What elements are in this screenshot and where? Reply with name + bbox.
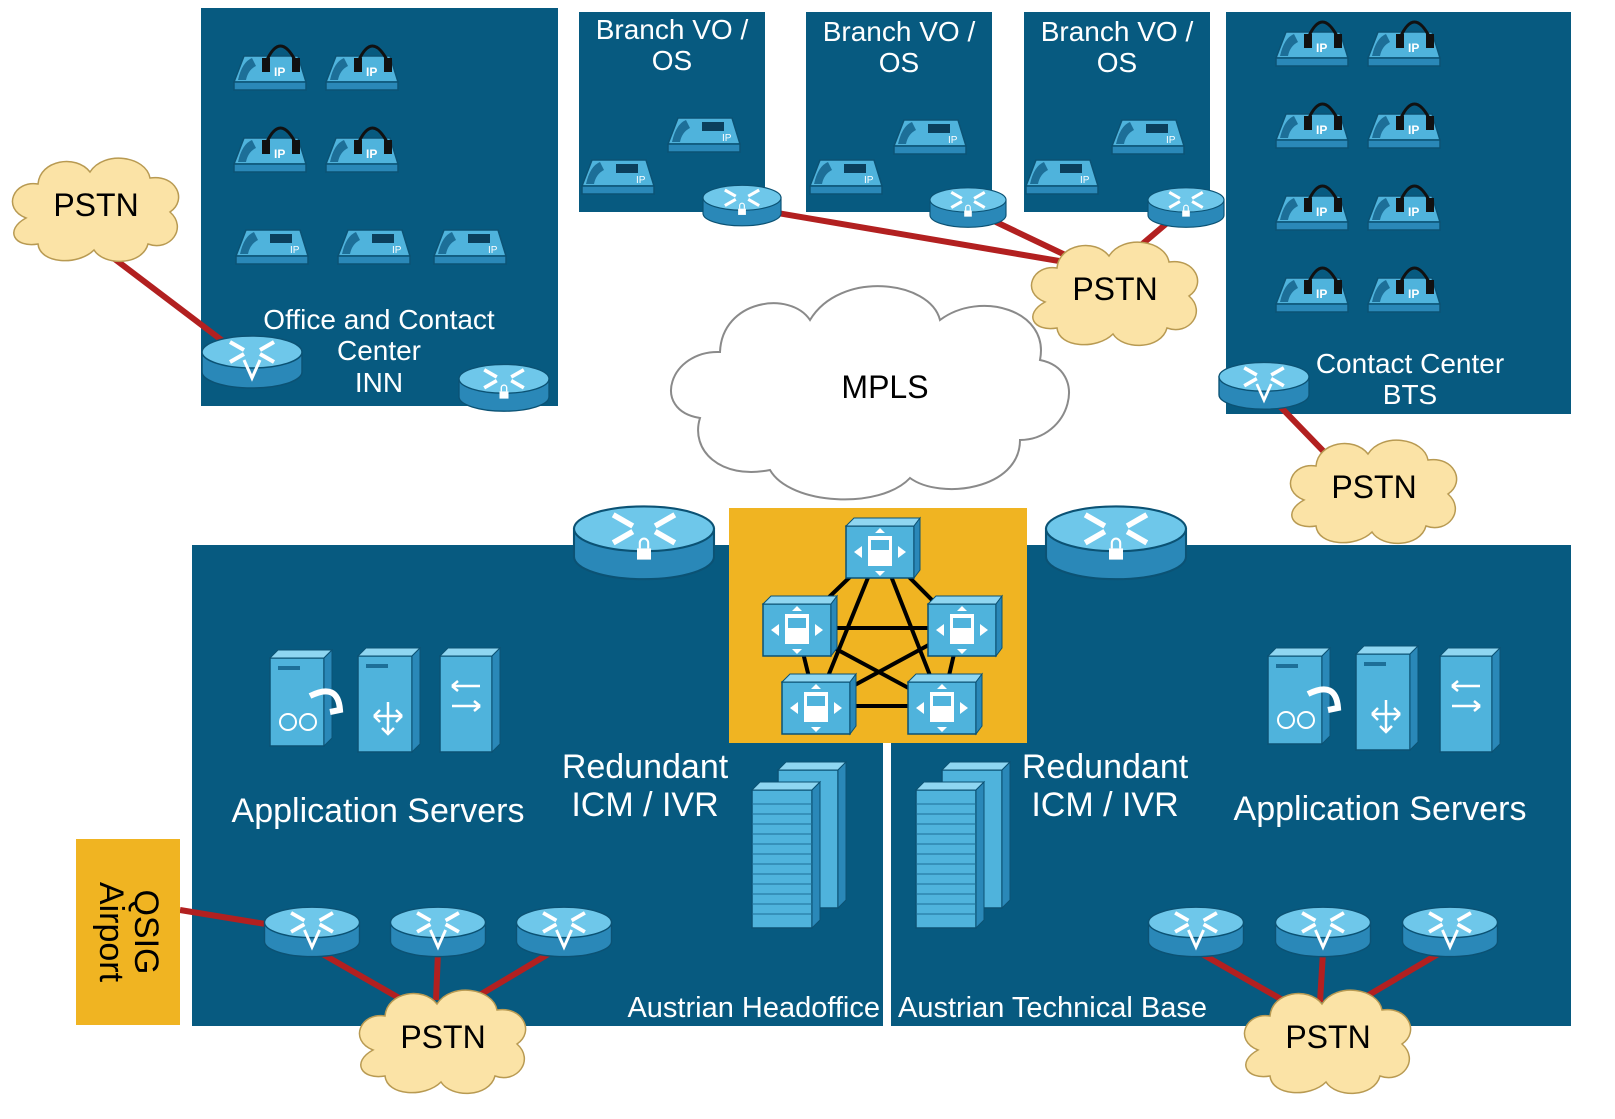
ip-phone-icon bbox=[667, 117, 741, 153]
pstn-cloud: PSTN bbox=[1030, 241, 1199, 347]
call-manager-icon bbox=[907, 673, 983, 735]
qsig-airport-box bbox=[76, 839, 180, 1025]
pstn-cloud: PSTN bbox=[1243, 989, 1412, 1095]
site-branch2-label: Branch VO / OS bbox=[806, 16, 992, 79]
site-branch3-label: Branch VO / OS bbox=[1024, 16, 1210, 79]
site-bts-label-line1: Contact Center bbox=[1315, 348, 1505, 379]
icm-left-label-line1: Redundant bbox=[561, 748, 729, 786]
icm-right-label: Redundant ICM / IVR bbox=[1000, 748, 1210, 824]
app-servers-left-label: Application Servers bbox=[231, 792, 525, 830]
qsig-airport-label: QSIG Airport bbox=[92, 839, 165, 1025]
call-manager-icon bbox=[762, 595, 838, 657]
pstn-label: PSTN bbox=[1285, 1019, 1370, 1055]
link-branch1-pstn bbox=[747, 205, 1066, 265]
pstn-cloud: PSTN bbox=[358, 989, 527, 1095]
agent-headset-phone-icon bbox=[1366, 102, 1442, 150]
site-inn-label-line1: Office and Contact bbox=[263, 304, 495, 335]
voice-router-icon bbox=[514, 905, 614, 959]
agent-headset-phone-icon bbox=[324, 126, 400, 174]
icm-right-label-line1: Redundant bbox=[1021, 748, 1189, 786]
ip-phone-icon bbox=[433, 229, 507, 265]
site-branch1-label-line1: Branch VO / bbox=[595, 14, 749, 45]
site-branch2-label-line1: Branch VO / bbox=[822, 16, 976, 47]
pstn-cloud: PSTN bbox=[11, 157, 180, 263]
storage-server-icon bbox=[751, 761, 847, 929]
icm-right-label-line2: ICM / IVR bbox=[1031, 786, 1179, 825]
pstn-label: PSTN bbox=[1072, 271, 1157, 307]
storage-server-icon bbox=[915, 761, 1011, 929]
pstn-cloud: PSTN bbox=[1289, 439, 1458, 545]
application-server-icon bbox=[356, 646, 422, 754]
call-manager-icon bbox=[845, 517, 921, 579]
call-manager-icon bbox=[927, 595, 1003, 657]
agent-headset-phone-icon bbox=[232, 126, 308, 174]
voice-router-icon bbox=[1400, 905, 1500, 959]
pstn-label: PSTN bbox=[400, 1019, 485, 1055]
voice-router-icon bbox=[1273, 905, 1373, 959]
mpls-label: MPLS bbox=[841, 369, 928, 405]
application-server-icon bbox=[1268, 648, 1338, 744]
secure-router-icon bbox=[701, 183, 783, 228]
site-inn-label-line2: Center bbox=[336, 335, 422, 367]
ip-phone-icon bbox=[893, 119, 967, 155]
site-branch2-label-line2: OS bbox=[878, 47, 920, 79]
agent-headset-phone-icon bbox=[1366, 20, 1442, 68]
mpls-cloud: MPLS bbox=[670, 285, 1070, 501]
application-server-icon bbox=[438, 646, 502, 754]
agent-headset-phone-icon bbox=[324, 44, 400, 92]
agent-headset-phone-icon bbox=[1366, 184, 1442, 232]
ip-phone-icon bbox=[581, 159, 655, 195]
call-manager-icon bbox=[781, 673, 857, 735]
qsig-label-line1: QSIG bbox=[127, 889, 165, 975]
application-server-icon bbox=[1438, 646, 1502, 754]
application-server-icon bbox=[270, 650, 340, 746]
link-pstn-inn bbox=[106, 251, 234, 351]
icm-left-label-line2: ICM / IVR bbox=[571, 786, 719, 825]
site-techbase-label: Austrian Technical Base bbox=[898, 992, 1207, 1024]
link-r2-pstn bbox=[433, 951, 441, 1001]
qsig-label-line2: Airport bbox=[92, 881, 131, 983]
ip-phone-icon bbox=[235, 229, 309, 265]
secure-router-icon bbox=[1046, 506, 1186, 579]
ip-phone-icon bbox=[1111, 119, 1185, 155]
site-inn-label: Office and Contact Center INN bbox=[220, 304, 538, 398]
secure-router-icon bbox=[574, 506, 714, 579]
ip-phone-icon bbox=[1025, 159, 1099, 195]
voice-router-icon bbox=[1146, 905, 1246, 959]
app-servers-right-label: Application Servers bbox=[1233, 790, 1527, 828]
site-branch3-label-line2: OS bbox=[1096, 47, 1138, 79]
site-headoffice-label: Austrian Headoffice bbox=[627, 992, 880, 1024]
icm-left-label: Redundant ICM / IVR bbox=[540, 748, 750, 824]
site-bts-label-line2: BTS bbox=[1382, 379, 1438, 411]
site-branch3-label-line1: Branch VO / bbox=[1040, 16, 1194, 47]
ip-phone-icon bbox=[809, 159, 883, 195]
agent-headset-phone-icon bbox=[232, 44, 308, 92]
site-bts-label: Contact Center BTS bbox=[1290, 348, 1530, 411]
agent-headset-phone-icon bbox=[1274, 102, 1350, 150]
pstn-label: PSTN bbox=[53, 187, 138, 223]
agent-headset-phone-icon bbox=[1274, 184, 1350, 232]
ip-phone-icon bbox=[337, 229, 411, 265]
link-r5-pstn bbox=[1317, 951, 1326, 1003]
site-branch1-label-line2: OS bbox=[651, 45, 693, 77]
agent-headset-phone-icon bbox=[1274, 266, 1350, 314]
voice-router-icon bbox=[262, 905, 362, 959]
site-branch1-label: Branch VO / OS bbox=[579, 14, 765, 77]
agent-headset-phone-icon bbox=[1366, 266, 1442, 314]
voice-router-icon bbox=[388, 905, 488, 959]
application-server-icon bbox=[1354, 644, 1420, 752]
site-inn-label-line3: INN bbox=[354, 366, 404, 398]
secure-router-icon bbox=[1146, 186, 1226, 229]
secure-router-icon bbox=[928, 186, 1008, 229]
agent-headset-phone-icon bbox=[1274, 20, 1350, 68]
pstn-label: PSTN bbox=[1331, 469, 1416, 505]
